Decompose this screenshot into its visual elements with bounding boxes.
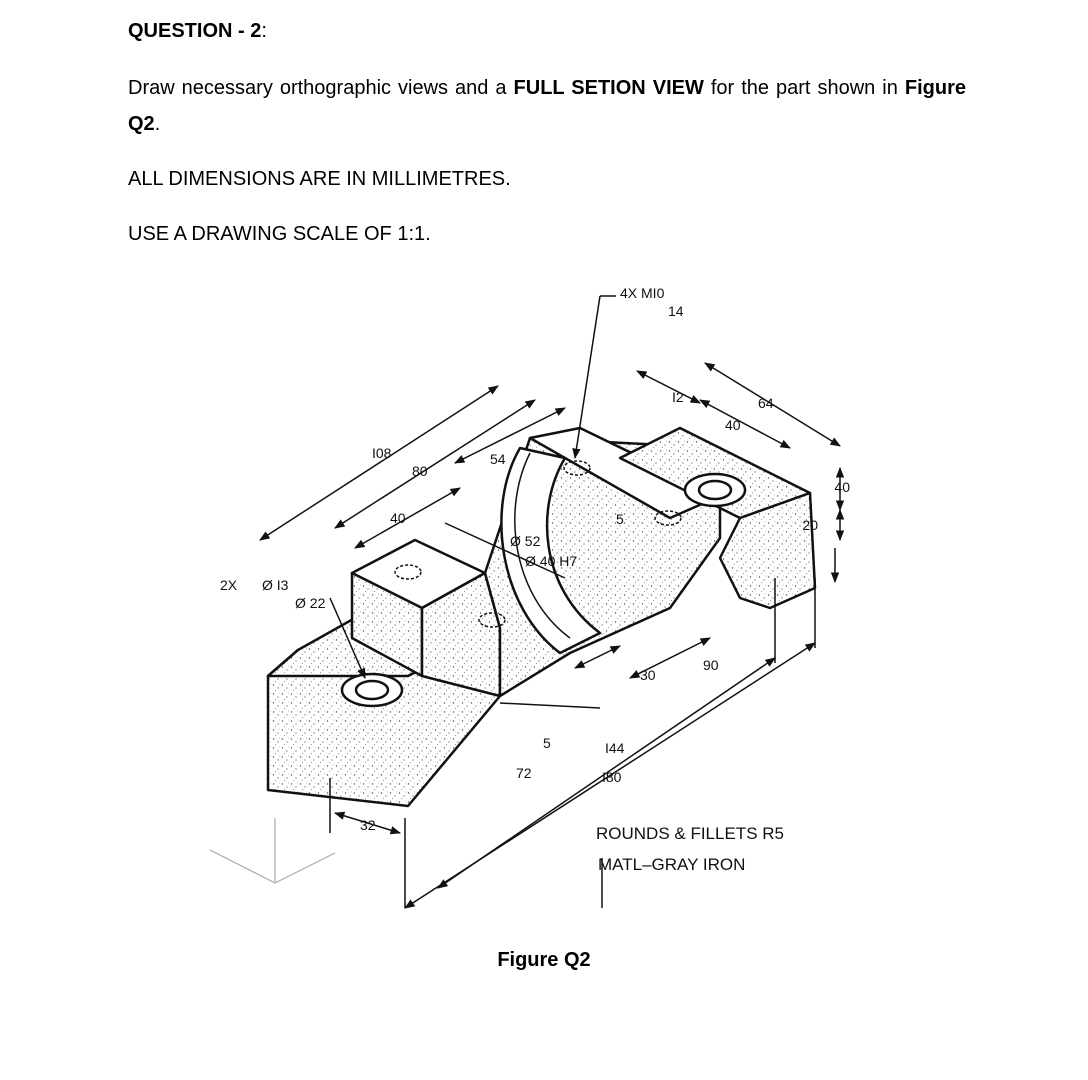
question-suffix: : xyxy=(261,20,267,42)
scale-note: USE A DRAWING SCALE OF 1:1. xyxy=(128,223,431,245)
dimension-labels: 4X MI0 14 I08 80 54 40 I2 64 40 40 20 5 … xyxy=(220,285,850,833)
dim-5b: 5 xyxy=(543,735,551,751)
instruction-part1: Draw necessary orthographic views and a xyxy=(128,77,514,99)
dim-144: I44 xyxy=(605,740,625,756)
instruction-emphasis: FULL SETION VIEW xyxy=(513,77,704,99)
dim-20: 20 xyxy=(802,517,818,533)
isometric-drawing: 4X MI0 14 I08 80 54 40 I2 64 40 40 20 5 … xyxy=(200,278,850,918)
dim-90: 90 xyxy=(703,657,719,673)
counterbore-hole: Ø I3 xyxy=(262,577,289,593)
counterbore-cbore: Ø 22 xyxy=(295,595,326,611)
instruction-figure-ref: Figure Q2 xyxy=(128,77,966,135)
dim-64: 64 xyxy=(758,395,774,411)
dim-40h: 40 xyxy=(834,479,850,495)
note-material: MATL–GRAY IRON xyxy=(598,855,745,874)
figure-caption: Figure Q2 xyxy=(497,949,591,971)
isometric-drawing-svg: 4X MI0 14 I08 80 54 40 I2 64 40 40 20 5 … xyxy=(209,285,850,909)
instruction-part2: for the part shown in xyxy=(703,77,905,99)
dim-52: Ø 52 xyxy=(510,533,541,549)
dim-12: I2 xyxy=(672,389,684,405)
dim-108: I08 xyxy=(372,445,392,461)
counterbore-count: 2X xyxy=(220,577,238,593)
dim-54: 54 xyxy=(490,451,506,467)
dim-30: 30 xyxy=(640,667,656,683)
units-note: ALL DIMENSIONS ARE IN MILLIMETRES. xyxy=(128,168,511,190)
question-label: QUESTION - 2 xyxy=(128,20,262,42)
hole-callout: 4X MI0 xyxy=(620,285,665,301)
dim-72: 72 xyxy=(516,765,532,781)
question-heading: QUESTION - 2: xyxy=(128,20,267,43)
dim-40h7: Ø 40 H7 xyxy=(525,553,577,569)
instruction-paragraph: Draw necessary orthographic views and a … xyxy=(128,70,966,142)
dim-80: 80 xyxy=(412,463,428,479)
note-rounds: ROUNDS & FILLETS R5 xyxy=(596,824,784,843)
dimension-lines xyxy=(259,295,845,909)
dim-40b: 40 xyxy=(725,417,741,433)
rear-block-side xyxy=(718,491,817,610)
axis-triad xyxy=(209,818,336,884)
hole-depth: 14 xyxy=(668,303,684,319)
dim-40a: 40 xyxy=(390,510,406,526)
instruction-part3: . xyxy=(154,113,161,135)
dim-5a: 5 xyxy=(616,511,624,527)
threaded-holes xyxy=(394,460,682,628)
drawing-notes: ROUNDS & FILLETS R5 MATL–GRAY IRON xyxy=(596,824,784,874)
part-body xyxy=(266,426,817,808)
dim-32: 32 xyxy=(360,817,376,833)
dim-180: I80 xyxy=(602,769,622,785)
